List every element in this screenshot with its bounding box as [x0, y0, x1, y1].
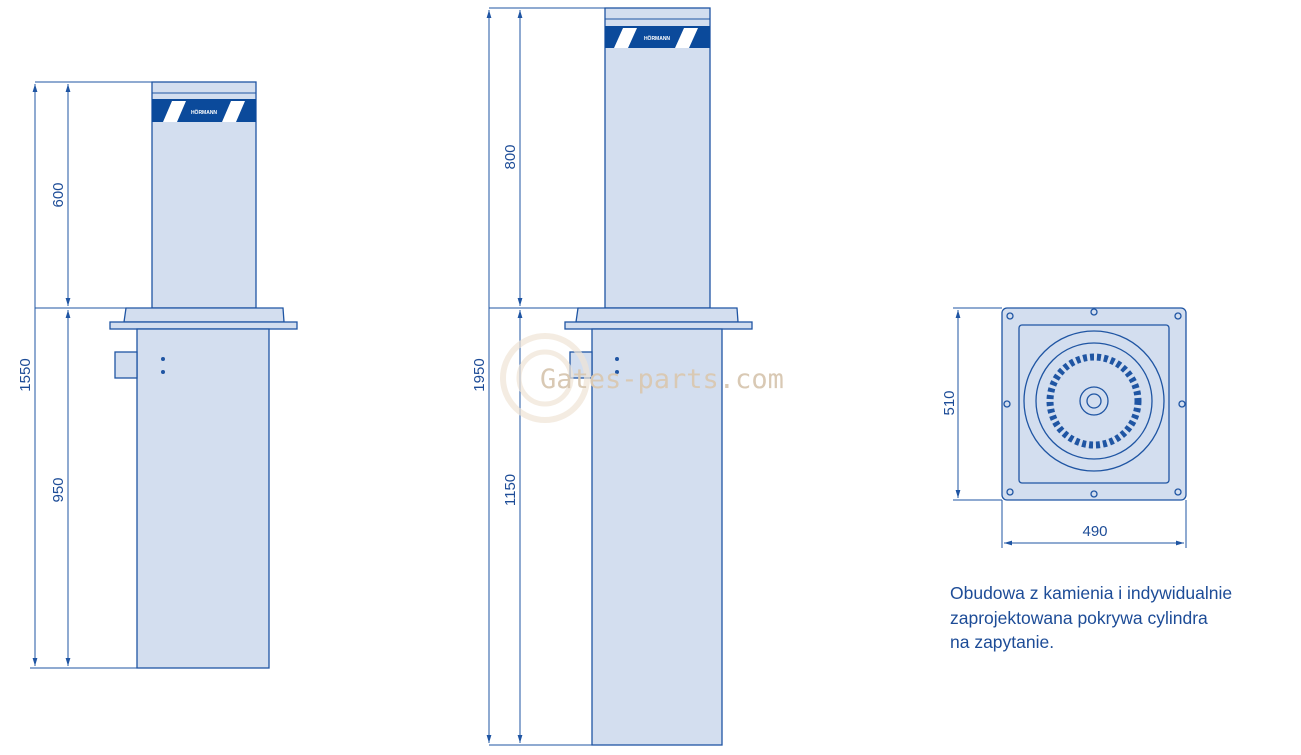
dim-middle-total: 1950 — [471, 358, 488, 391]
watermark: Gates-parts.com — [500, 333, 784, 423]
brand-logo: HÖRMANN — [644, 35, 670, 42]
left-bollard: HÖRMANN 1550 600 950 — [17, 81, 298, 669]
brand-logo: HÖRMANN — [191, 109, 217, 116]
cover-plate: 510 490 — [941, 307, 1187, 548]
dim-left-total: 1550 — [17, 358, 34, 391]
dim-left-below: 950 — [50, 477, 67, 502]
watermark-text: Gates-parts.com — [540, 364, 784, 395]
note-line: zaprojektowana pokrywa cylindra — [950, 607, 1208, 628]
dim-plate-height: 510 — [941, 390, 958, 415]
dim-left-above: 600 — [50, 182, 67, 207]
dim-middle-above: 800 — [502, 144, 519, 169]
note-text: Obudowa z kamienia i indywidualnie zapro… — [950, 581, 1232, 655]
note-line: Obudowa z kamienia i indywidualnie — [950, 583, 1233, 603]
dim-middle-below: 1150 — [502, 474, 519, 506]
middle-bollard: HÖRMANN 1950 800 1150 — [471, 7, 753, 746]
note-line: na zapytanie. — [950, 632, 1055, 652]
dim-plate-width: 490 — [1082, 523, 1107, 540]
